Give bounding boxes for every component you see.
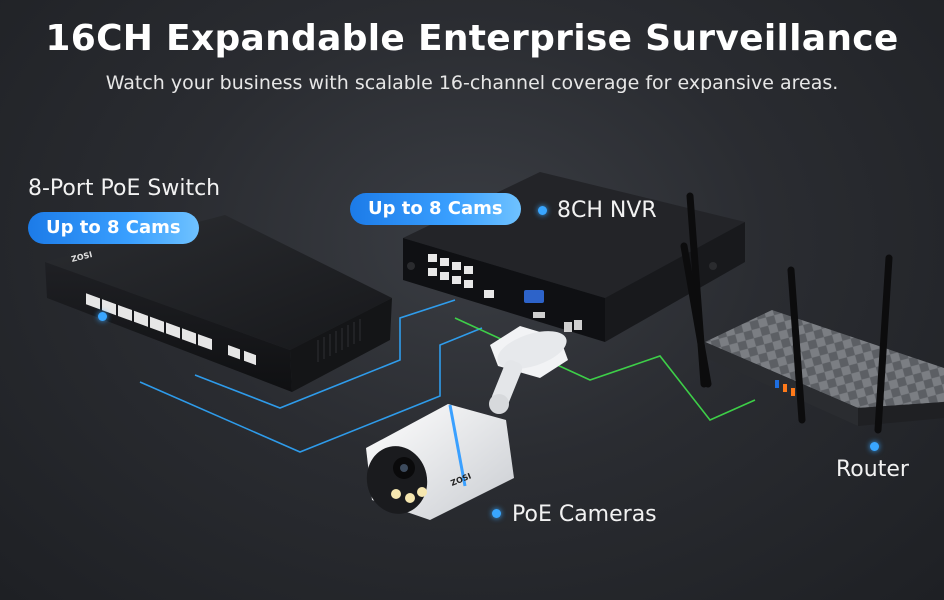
camera-label: PoE Cameras — [512, 502, 657, 527]
switch-label: 8-Port PoE Switch — [28, 176, 221, 201]
vga-port — [524, 290, 544, 303]
switch-marker-dot — [98, 312, 107, 321]
page-title: 16CH Expandable Enterprise Surveillance — [45, 18, 899, 59]
camera-marker-dot — [492, 509, 501, 518]
nvr-marker-dot — [538, 206, 547, 215]
switch-badge: Up to 8 Cams — [28, 212, 199, 244]
router-device — [680, 192, 944, 434]
switch-ports — [86, 293, 256, 366]
poe-switch — [45, 215, 392, 392]
nvr-badge: Up to 8 Cams — [350, 193, 521, 225]
router-antennas — [680, 192, 893, 434]
nvr-ports — [428, 254, 494, 298]
cable-blue — [139, 299, 483, 453]
switch-vents — [317, 319, 361, 362]
page-subtitle: Watch your business with scalable 16-cha… — [105, 72, 839, 94]
router-label: Router — [836, 457, 909, 482]
router-marker-dot — [870, 442, 879, 451]
nvr-label: 8CH NVR — [557, 198, 657, 223]
poe-camera — [366, 326, 568, 520]
